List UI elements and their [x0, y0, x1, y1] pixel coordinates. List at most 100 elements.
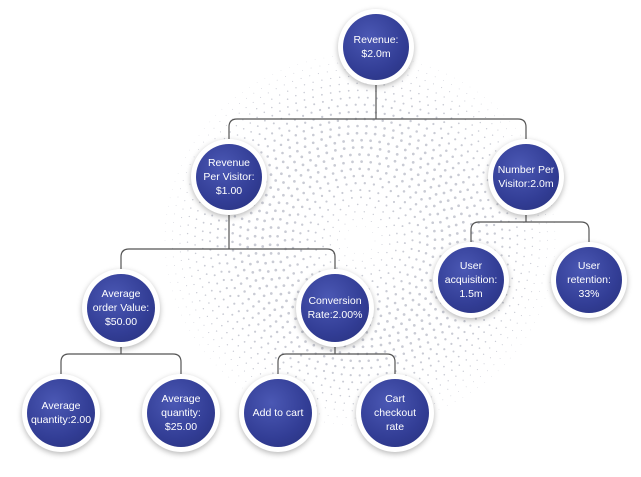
- background-dot: [351, 424, 352, 426]
- background-dot: [345, 214, 347, 216]
- background-dot: [174, 181, 176, 182]
- background-dot: [260, 96, 262, 98]
- background-dot: [226, 306, 229, 309]
- background-dot: [305, 364, 308, 367]
- background-dot: [372, 213, 374, 216]
- background-dot: [386, 165, 390, 168]
- background-dot: [265, 127, 268, 130]
- background-dot: [324, 421, 325, 423]
- background-dot: [512, 330, 514, 332]
- background-dot: [364, 267, 366, 269]
- background-dot: [483, 136, 486, 139]
- background-dot: [336, 239, 339, 241]
- background-dot: [267, 92, 269, 94]
- background-dot: [391, 136, 395, 140]
- background-dot: [385, 156, 388, 160]
- background-dot: [276, 243, 280, 247]
- background-dot: [396, 232, 398, 235]
- background-dot: [274, 157, 278, 161]
- background-dot: [268, 234, 272, 238]
- background-dot: [410, 97, 413, 100]
- background-dot: [268, 203, 272, 206]
- background-dot: [363, 211, 365, 213]
- background-dot: [465, 206, 469, 209]
- background-dot: [458, 391, 460, 392]
- background-dot: [409, 89, 412, 92]
- background-dot: [516, 322, 518, 324]
- background-dot: [462, 168, 466, 172]
- background-dot: [450, 395, 452, 397]
- background-dot: [509, 357, 511, 359]
- background-dot: [281, 209, 285, 213]
- background-dot: [435, 316, 439, 320]
- background-dot: [264, 119, 266, 122]
- background-dot: [231, 313, 234, 316]
- background-dot: [330, 393, 333, 396]
- node-revenue: Revenue: $2.0m: [338, 9, 414, 85]
- background-dot: [253, 340, 256, 343]
- background-dot: [276, 188, 280, 191]
- background-dot: [466, 188, 470, 192]
- background-dot: [359, 189, 362, 192]
- background-dot: [303, 91, 305, 94]
- background-dot: [252, 368, 254, 370]
- background-dot: [431, 221, 435, 225]
- background-dot: [211, 265, 214, 268]
- background-dot: [455, 375, 457, 377]
- background-dot: [427, 88, 429, 91]
- background-dot: [306, 265, 309, 269]
- background-dot: [401, 95, 404, 97]
- background-dot: [458, 88, 460, 90]
- background-dot: [287, 311, 291, 315]
- background-dot: [382, 134, 386, 137]
- background-dot: [424, 252, 428, 255]
- background-dot: [299, 174, 303, 177]
- connector-bar-conversion-rate: [277, 353, 396, 374]
- background-dot: [298, 240, 302, 244]
- background-dot: [492, 223, 496, 227]
- background-dot: [462, 370, 464, 372]
- background-dot: [294, 134, 298, 137]
- background-dot: [413, 356, 416, 359]
- background-dot: [358, 359, 361, 363]
- background-dot: [333, 141, 337, 145]
- background-dot: [243, 370, 246, 372]
- background-dot: [490, 334, 492, 336]
- background-dot: [512, 297, 515, 299]
- background-dot: [417, 338, 421, 341]
- background-dot: [447, 380, 449, 382]
- background-dot: [491, 123, 493, 125]
- background-dot: [458, 364, 461, 366]
- background-dot: [267, 342, 270, 345]
- background-dot: [440, 229, 444, 233]
- background-dot: [432, 177, 435, 181]
- background-dot: [263, 329, 266, 332]
- background-dot: [384, 282, 388, 285]
- background-dot: [425, 226, 428, 230]
- background-dot: [457, 162, 460, 165]
- background-dot: [435, 378, 438, 380]
- background-dot: [322, 355, 326, 358]
- background-dot: [273, 139, 276, 142]
- background-dot: [307, 372, 309, 375]
- background-dot: [271, 98, 273, 100]
- background-dot: [489, 207, 492, 210]
- background-dot: [464, 137, 467, 140]
- background-dot: [385, 371, 388, 375]
- background-dot: [352, 219, 354, 221]
- background-dot: [284, 345, 287, 349]
- background-dot: [434, 336, 437, 339]
- background-dot: [397, 339, 400, 342]
- background-dot: [189, 267, 191, 269]
- background-dot: [466, 110, 468, 112]
- background-dot: [441, 310, 445, 314]
- background-dot: [464, 100, 466, 102]
- background-dot: [351, 139, 354, 142]
- background-dot: [263, 358, 266, 361]
- background-dot: [193, 156, 195, 158]
- background-dot: [251, 316, 254, 319]
- background-dot: [431, 396, 433, 398]
- background-dot: [319, 65, 321, 67]
- background-dot: [186, 191, 188, 193]
- background-dot: [299, 232, 302, 235]
